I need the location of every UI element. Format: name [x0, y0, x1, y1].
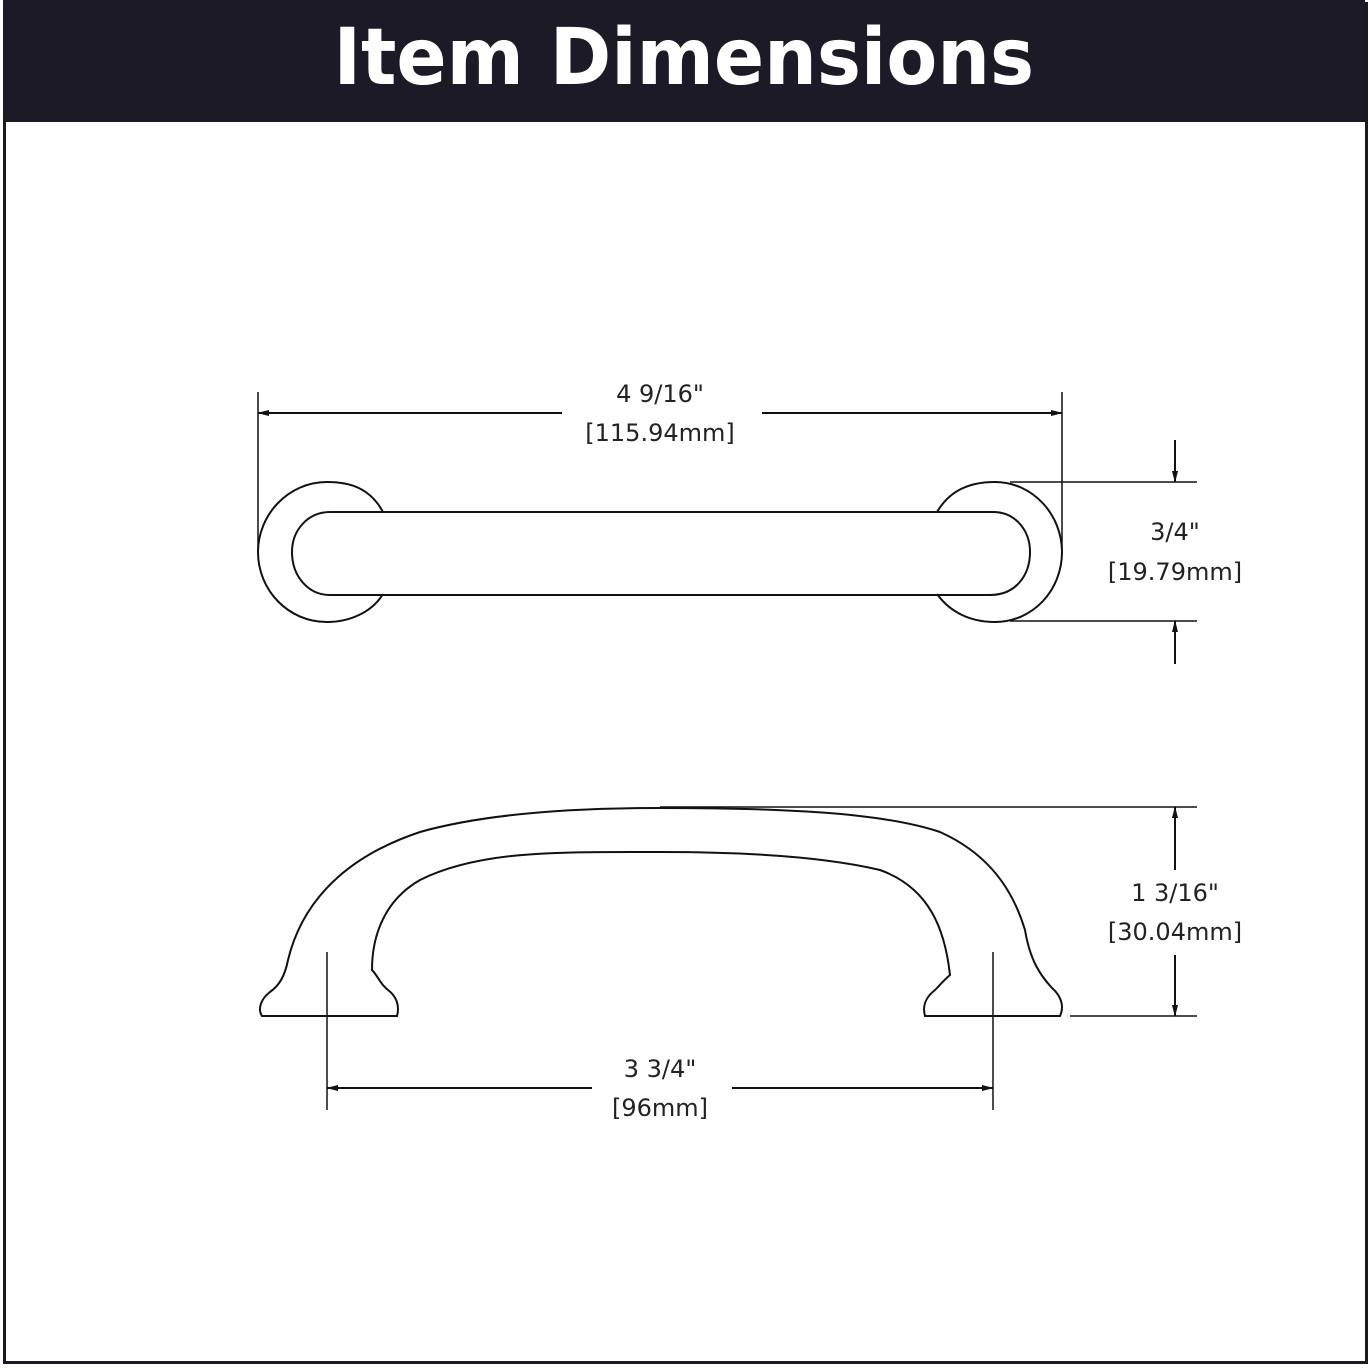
center-to-center-metric: [96mm] [612, 1094, 708, 1122]
handle-bar-outline [290, 511, 1032, 596]
left-base-outline [256, 480, 384, 624]
center-to-center-imperial: 3 3/4" [624, 1055, 697, 1083]
drawing-frame [3, 2, 1368, 1364]
base-diameter-metric: [19.79mm] [1108, 558, 1242, 586]
handle-side-outline [259, 806, 1063, 1017]
length-imperial: 4 9/16" [616, 380, 704, 408]
header-banner: Item Dimensions [3, 0, 1365, 122]
base-diameter-imperial: 3/4" [1150, 518, 1200, 546]
right-base-outline [936, 480, 1064, 624]
center-to-center-dimension [326, 952, 994, 1110]
length-dimension [257, 392, 1063, 550]
projection-metric: [30.04mm] [1108, 918, 1242, 946]
base-diameter-dimension [1010, 440, 1197, 664]
page-title: Item Dimensions [333, 13, 1035, 103]
side-view: 1 3/16" [30.04mm] 3 3/4" [96mm] [259, 806, 1242, 1122]
projection-dimension [660, 806, 1197, 1017]
length-metric: [115.94mm] [585, 419, 734, 447]
projection-imperial: 1 3/16" [1131, 879, 1219, 907]
top-view: 4 9/16" [115.94mm] 3/4" [19.79mm] [256, 380, 1242, 664]
